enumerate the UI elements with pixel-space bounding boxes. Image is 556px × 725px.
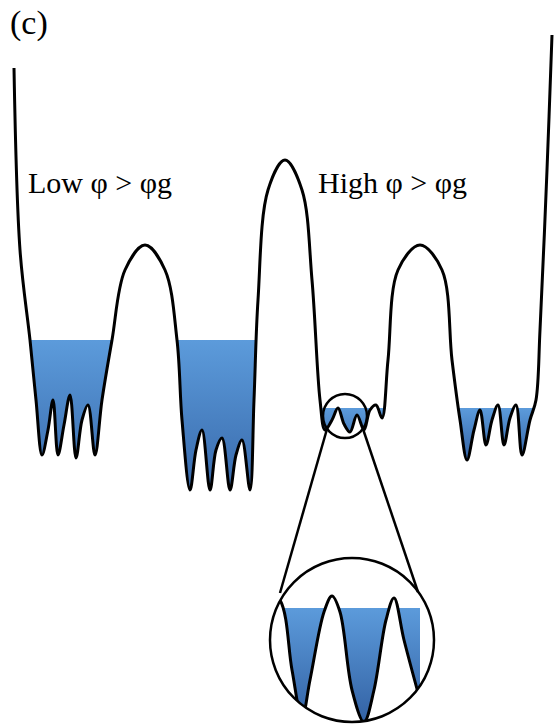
landscape-curve [14, 35, 552, 490]
zoom-circle [270, 558, 434, 722]
zoom-curve [262, 585, 420, 722]
panel-label: (c) [10, 4, 48, 41]
region-label: High φ > φg [318, 166, 467, 199]
region-label: Low φ > φg [28, 166, 172, 199]
zoom-line [280, 429, 327, 593]
zoom-circle [323, 394, 367, 438]
water-fill [316, 408, 390, 468]
water-fill [175, 340, 260, 540]
